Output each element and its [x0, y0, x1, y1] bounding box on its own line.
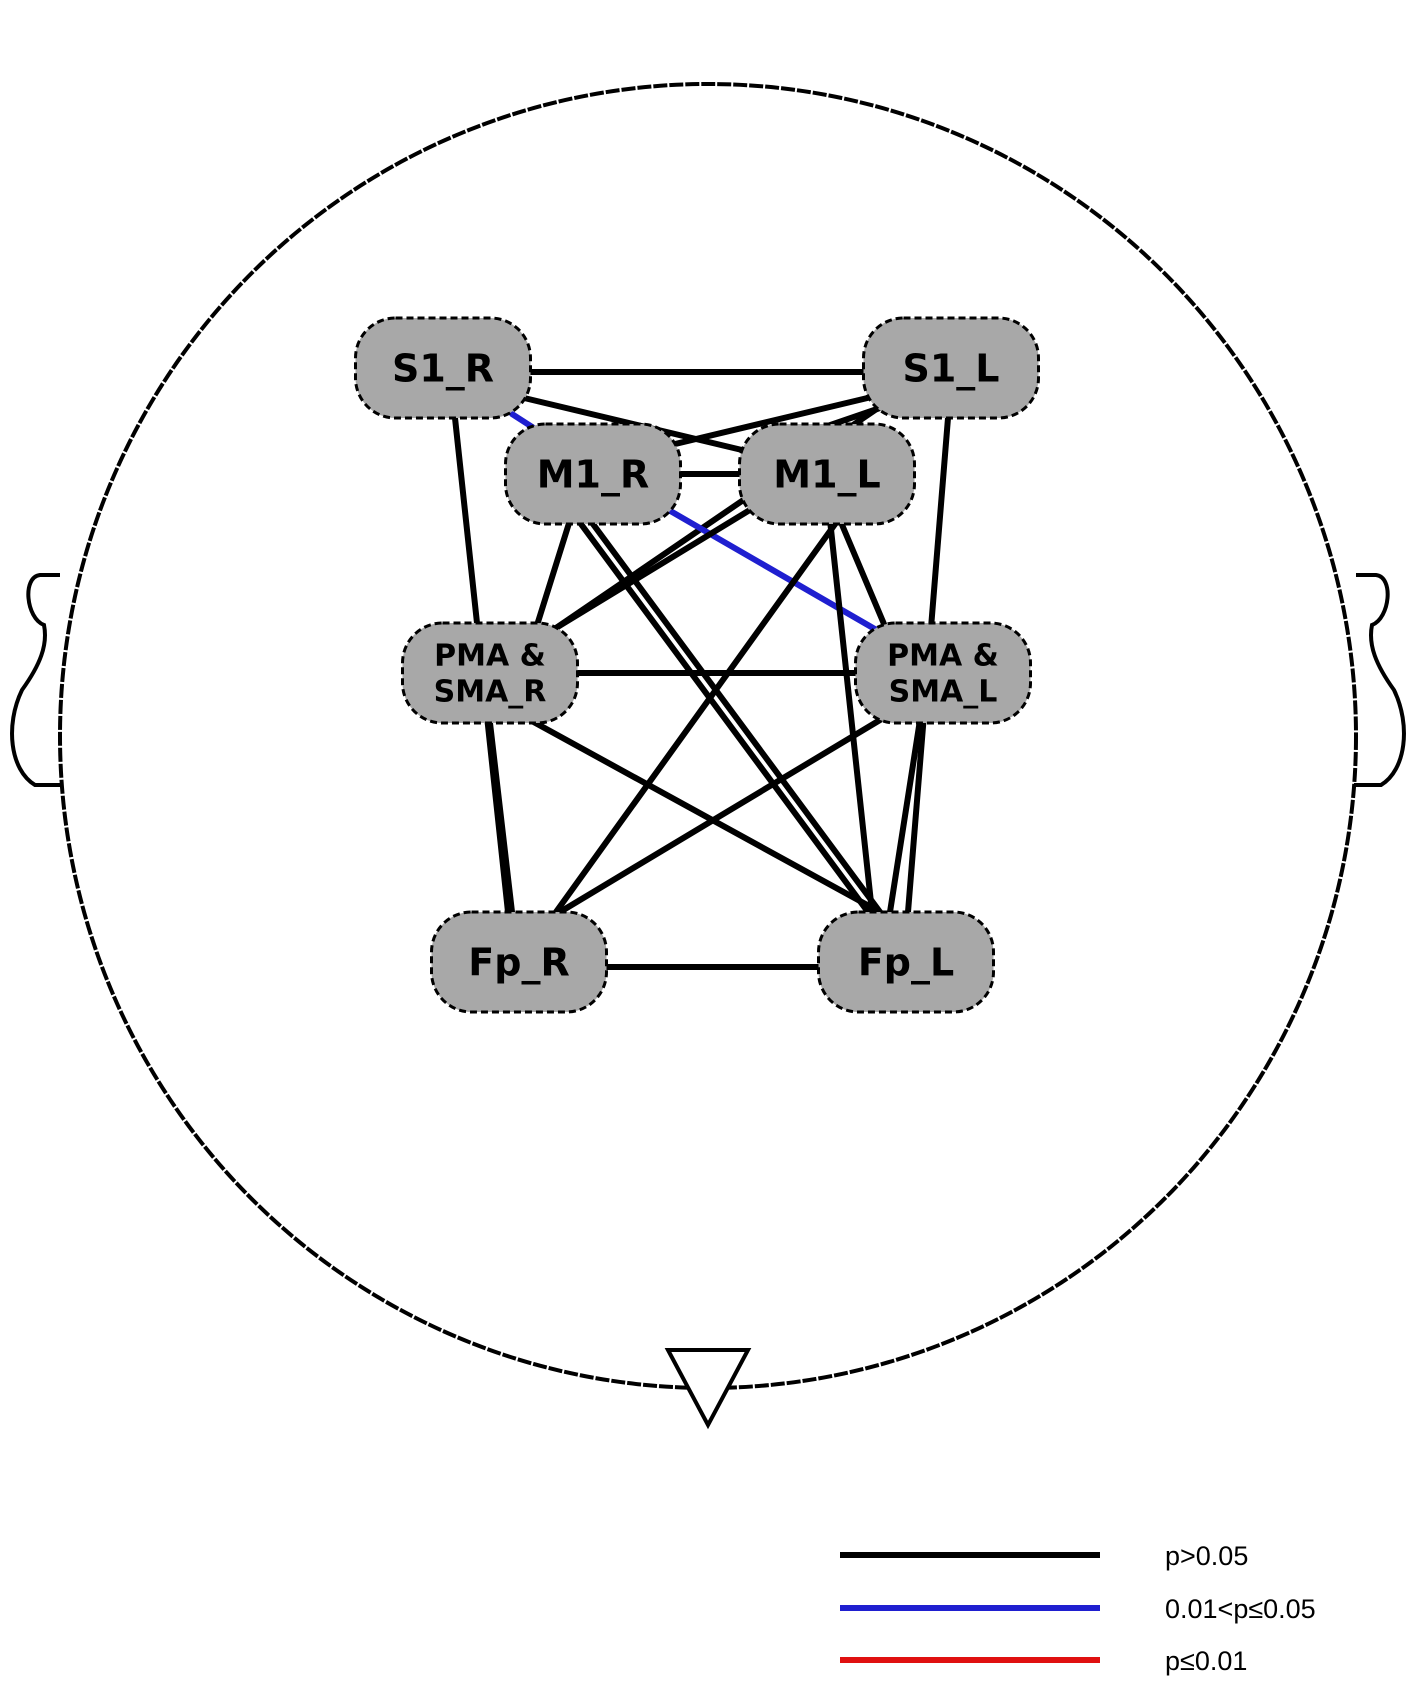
- node-pma-l: PMA &SMA_L: [854, 621, 1032, 725]
- node-box: [504, 422, 682, 526]
- legend-label: p≤0.01: [1165, 1646, 1247, 1676]
- edge-m1_r-fp_l: [587, 517, 883, 915]
- head-circle: [58, 82, 1358, 1390]
- node-label: PMA &: [887, 639, 999, 674]
- node-box: [862, 316, 1040, 420]
- node-pma-r: PMA &SMA_R: [401, 621, 579, 725]
- node-label: M1_L: [773, 452, 880, 496]
- node-box: [854, 621, 1032, 725]
- node-label: S1_L: [902, 346, 999, 390]
- node-label: S1_R: [392, 346, 494, 390]
- node-s1-r: S1_R: [354, 316, 532, 420]
- legend-label: 0.01<p≤0.05: [1165, 1594, 1316, 1624]
- node-label: SMA_R: [434, 675, 547, 710]
- legend-label: p>0.05: [1165, 1541, 1248, 1571]
- node-m1-l: M1_L: [738, 422, 916, 526]
- edge-m1_l-pma_l: [837, 517, 887, 627]
- edge-pma_r-fp_l: [527, 717, 883, 915]
- edge-pma_l-fp_l: [887, 717, 923, 915]
- legend-item: p≤0.01: [840, 1646, 1247, 1676]
- edge-m1_l-fp_l: [827, 517, 875, 915]
- node-box: [738, 422, 916, 526]
- right-ear-icon: [10, 573, 62, 787]
- legend: p>0.05 0.01<p≤0.05 p≤0.01: [840, 1541, 1316, 1676]
- node-box: [817, 910, 995, 1014]
- node-m1-r: M1_R: [504, 422, 682, 526]
- edge-s1_r-m1_l: [517, 394, 745, 453]
- node-label: SMA_L: [889, 675, 998, 710]
- left-ear-icon: [1354, 573, 1406, 787]
- node-label: Fp_L: [858, 940, 954, 984]
- node-box: [430, 910, 608, 1014]
- node-box: [354, 316, 532, 420]
- legend-item: p>0.05: [840, 1541, 1248, 1571]
- node-label: PMA &: [434, 639, 546, 674]
- edge-m1_l-fp_r: [553, 517, 841, 915]
- edge-s1_l-m1_r: [647, 392, 883, 453]
- nose-icon: [664, 1348, 752, 1430]
- edge-m1_r-pma_r: [535, 517, 573, 625]
- node-box: [401, 621, 579, 725]
- node-s1-l: S1_L: [862, 316, 1040, 420]
- edge-pma_r-fp_r: [487, 720, 515, 915]
- edge-m1_l-pma_r: [553, 502, 761, 631]
- node-fp-r: Fp_R: [430, 910, 608, 1014]
- node-fp-l: Fp_L: [817, 910, 995, 1014]
- head-outline: [10, 82, 1406, 1430]
- edge-pma_l-fp_r: [557, 717, 883, 915]
- edge-m1_r-pma_l: [657, 502, 883, 635]
- node-label: M1_R: [537, 452, 650, 496]
- legend-item: 0.01<p≤0.05: [840, 1594, 1316, 1624]
- edge-m1_r-fp_r: [575, 517, 871, 915]
- node-label: Fp_R: [468, 940, 569, 984]
